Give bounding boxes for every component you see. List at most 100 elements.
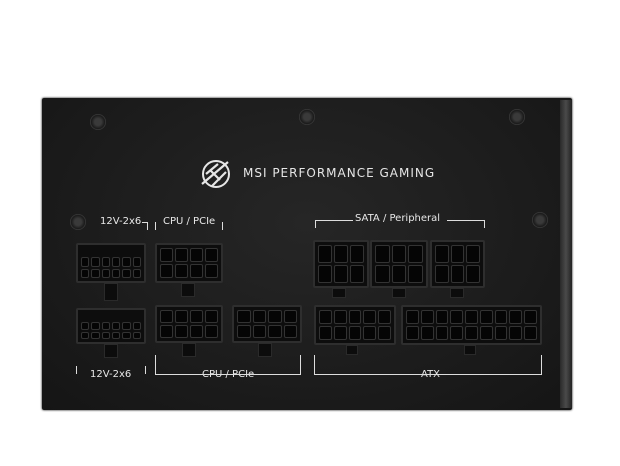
connector-pin [466,265,480,283]
connector-pin [91,322,100,330]
connector-pin [160,325,173,338]
connector-pin [175,264,188,278]
connector-pin [101,257,110,267]
connector-pin [81,331,90,339]
connector-pin [132,268,141,278]
connector-atx-18pin[interactable] [401,305,542,345]
connector-latch [450,288,464,298]
connector-atx-10pin[interactable] [314,305,396,345]
connector-pin [406,310,419,324]
connector-12v-2x6-bottom[interactable] [76,308,146,344]
connector-pin [378,310,391,324]
connector-pin [160,310,173,323]
connector-pin [122,257,131,267]
connector-pin [132,257,141,267]
connector-pin [363,326,377,340]
connector-pin [101,268,110,278]
connector-cpu-pcie-bottom-2[interactable] [232,305,302,343]
screw-icon [70,214,86,230]
connector-sata-1[interactable] [313,240,369,288]
connector-pin [160,264,173,278]
connector-latch [392,288,406,298]
connector-pin [408,245,423,263]
connector-pin [91,331,100,339]
connector-pin [190,310,203,323]
connector-pin [406,326,419,340]
label-12v-2x6-bottom: 12V-2x6 [90,369,132,380]
connector-pin [333,310,347,324]
connector-pin [252,310,266,323]
connector-pin [175,325,188,338]
connector-pin [132,331,141,339]
bracket [155,222,223,230]
connector-latch [258,343,272,357]
connector-pin [319,326,332,340]
connector-pin [450,310,464,324]
connector-pin [111,257,121,267]
connector-pin [101,331,110,339]
connector-pin [319,310,332,324]
connector-pin [391,265,407,283]
connector-pin [175,310,188,323]
connector-latch [104,344,118,358]
bracket [76,366,146,374]
connector-sata-3[interactable] [430,240,485,288]
connector-pin [375,245,390,263]
connector-pin [101,322,110,330]
connector-pin [420,326,434,340]
connector-pin [435,245,449,263]
connector-pin [348,310,362,324]
connector-pin [450,245,465,263]
connector-pin [334,245,348,263]
connector-pin [111,268,121,278]
connector-pin [363,310,377,324]
bracket [447,220,485,228]
connector-pin [205,264,218,278]
connector-pin [190,264,203,278]
connector-12v-2x6-top[interactable] [76,243,146,283]
connector-cpu-pcie-top[interactable] [155,243,223,283]
screw-icon [509,109,525,125]
connector-pin [420,310,434,324]
connector-pin [132,322,141,330]
connector-pin [91,257,100,267]
connector-pin [318,265,332,283]
connector-pin [479,310,493,324]
connector-pin [268,310,282,323]
connector-pin [375,265,390,283]
connector-pin [348,326,362,340]
screw-icon [90,114,106,130]
connector-pin [122,268,131,278]
connector-pin [334,265,348,283]
connector-pin [190,248,203,262]
connector-pin [111,331,121,339]
connector-pin [479,326,493,340]
connector-pin [509,326,523,340]
connector-pin [283,325,297,338]
connector-latch [464,345,476,355]
connector-pin [318,245,332,263]
connector-pin [465,310,478,324]
msi-dragon-logo [201,160,230,188]
connector-sata-2[interactable] [370,240,428,288]
connector-pin [524,326,537,340]
panel-side-edge [560,100,572,408]
connector-pin [524,310,537,324]
connector-pin [450,326,464,340]
connector-cpu-pcie-bottom[interactable] [155,305,223,343]
connector-pin [435,326,449,340]
connector-pin [391,245,407,263]
connector-pin [122,331,131,339]
connector-pin [81,268,90,278]
connector-pin [237,325,251,338]
connector-pin [175,248,188,262]
connector-pin [160,248,173,262]
connector-pin [509,310,523,324]
connector-latch [346,345,358,355]
connector-pin [350,245,364,263]
bracket [315,220,353,228]
connector-pin [237,310,251,323]
connector-pin [494,326,508,340]
brand-text: MSI PERFORMANCE GAMING [243,166,436,180]
label-12v-2x6-top: 12V-2x6 [100,216,142,227]
